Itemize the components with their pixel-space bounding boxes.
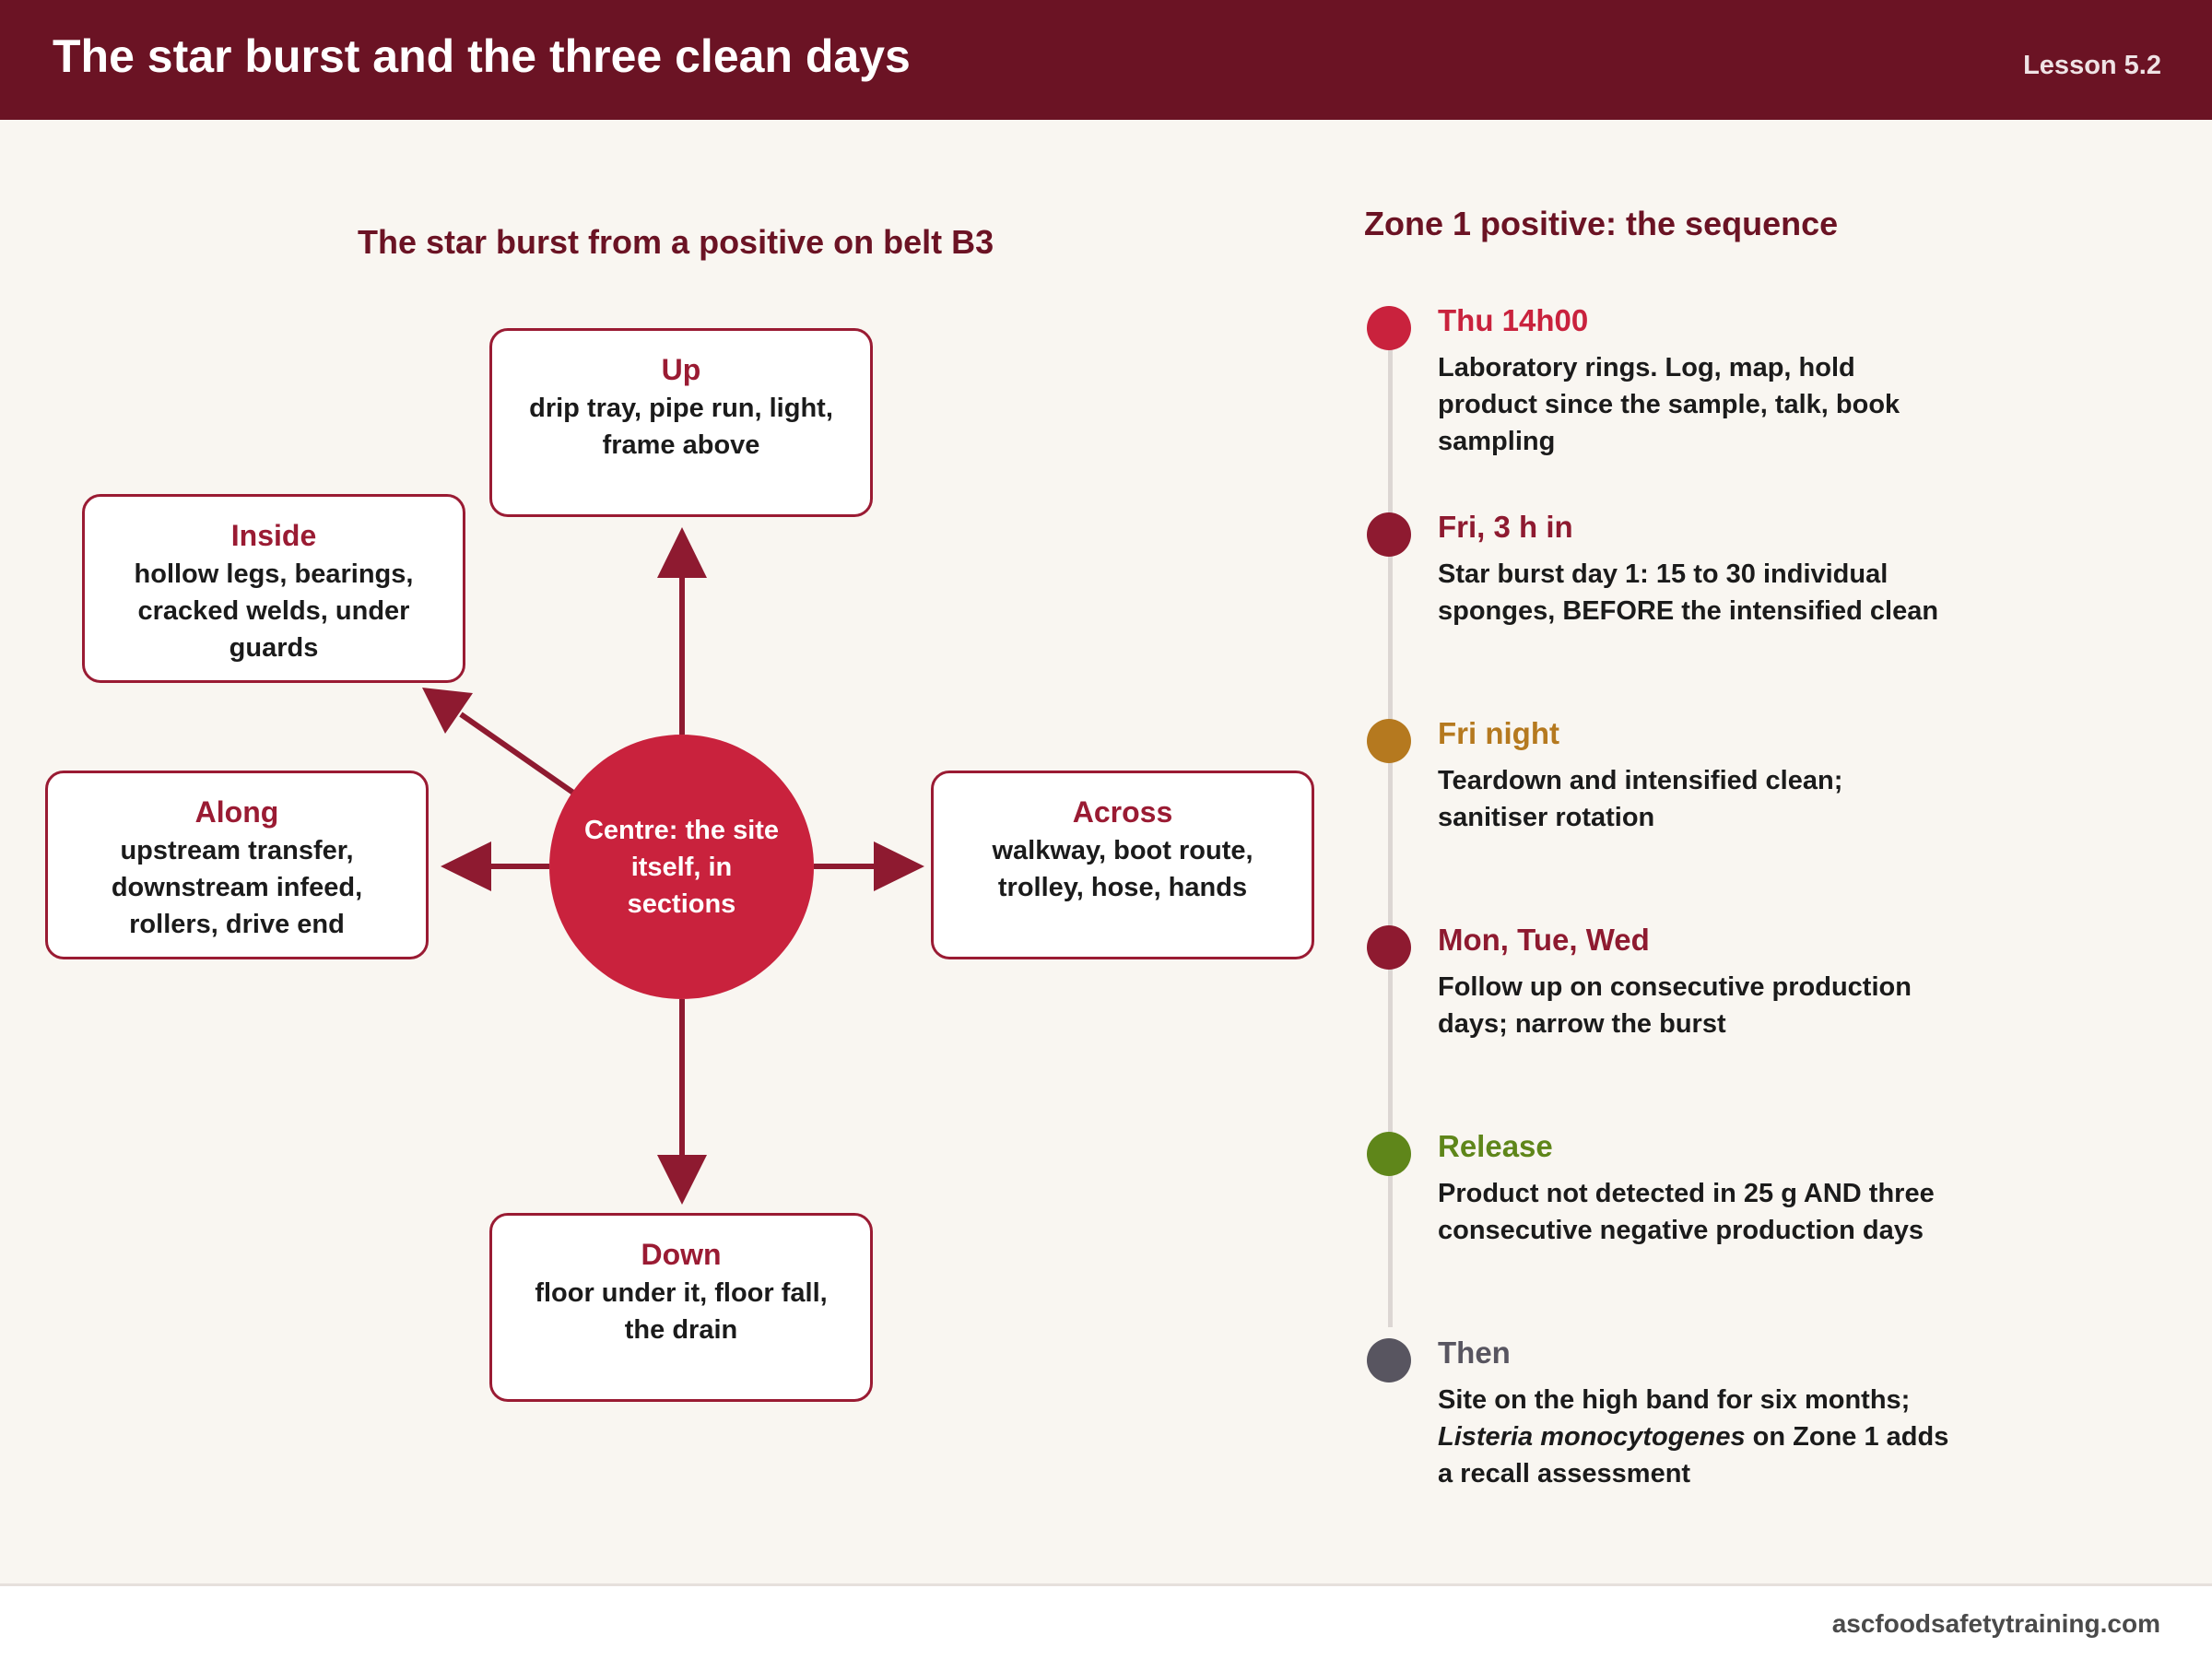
page-title: The star burst and the three clean days	[53, 30, 911, 82]
node-inside-body: hollow legs, bearings, cracked welds, un…	[134, 559, 414, 663]
node-along-body: upstream transfer, downstream infeed, ro…	[111, 836, 363, 939]
node-up-body: drip tray, pipe run, light, frame above	[529, 394, 833, 460]
organism-name: Listeria monocytogenes	[1438, 1422, 1746, 1452]
step-heading: Fri night	[1438, 716, 1559, 750]
node-along: Along upstream transfer, downstream infe…	[45, 771, 429, 959]
step-heading: Thu 14h00	[1438, 303, 1589, 337]
arrow-up-head	[657, 527, 707, 578]
node-inside-heading: Inside	[230, 519, 317, 552]
timeline-dot	[1367, 1338, 1411, 1382]
arrow-inside-head	[422, 688, 473, 734]
step-body: Site on the high band for six months; Li…	[1438, 1382, 1954, 1492]
step-heading: Mon, Tue, Wed	[1438, 923, 1650, 957]
step-body: Teardown and intensified clean; sanitise…	[1438, 766, 1843, 832]
step-body-post: on Zone 1 adds a recall assessment	[1438, 1422, 1949, 1488]
step-body-pre: Site on the high band for six months;	[1438, 1385, 1911, 1415]
node-along-heading: Along	[194, 795, 279, 829]
timeline-dot	[1367, 306, 1411, 350]
step-heading: Fri, 3 h in	[1438, 510, 1573, 544]
arrow-along-head	[441, 841, 491, 891]
node-across: Across walkway, boot route, trolley, hos…	[931, 771, 1314, 959]
footer-divider	[0, 1583, 2212, 1586]
node-inside: Inside hollow legs, bearings, cracked we…	[82, 494, 465, 683]
footer-bar	[0, 1586, 2212, 1659]
timeline-dot	[1367, 1132, 1411, 1176]
timeline-dot	[1367, 925, 1411, 970]
timeline-dot	[1367, 719, 1411, 763]
step-body: Laboratory rings. Log, map, hold product…	[1438, 353, 1900, 456]
node-across-body: walkway, boot route, trolley, hose, hand…	[992, 836, 1253, 902]
arrow-inside	[459, 712, 575, 795]
step-heading: Then	[1438, 1335, 1511, 1370]
node-across-heading: Across	[1072, 795, 1173, 829]
lesson-label: Lesson 5.2	[2023, 51, 2161, 80]
arrow-across-head	[874, 841, 924, 891]
timeline-dot	[1367, 512, 1411, 557]
step-heading: Release	[1438, 1129, 1553, 1163]
centre-label: Centre: the site itself, in sections	[583, 815, 780, 919]
footer-site-link[interactable]: ascfoodsafetytraining.com	[1831, 1609, 2160, 1638]
node-up: Up drip tray, pipe run, light, frame abo…	[489, 328, 873, 517]
node-down-heading: Down	[641, 1238, 722, 1271]
header-bar: The star burst and the three clean days …	[0, 0, 2212, 120]
star-burst-title: The star burst from a positive on belt B…	[358, 223, 994, 261]
step-body: Star burst day 1: 15 to 30 individual sp…	[1438, 559, 1939, 626]
step-body: Product not detected in 25 g AND three c…	[1438, 1179, 1935, 1245]
star-burst-centre: Centre: the site itself, in sections	[549, 735, 814, 999]
sequence-title: Zone 1 positive: the sequence	[1364, 205, 1839, 242]
node-down-body: floor under it, floor fall, the drain	[535, 1278, 828, 1345]
step-body: Follow up on consecutive production days…	[1438, 972, 1912, 1039]
arrow-down-head	[657, 1155, 707, 1205]
timeline-line	[1388, 332, 1393, 1327]
node-down: Down floor under it, floor fall, the dra…	[489, 1213, 873, 1402]
node-up-heading: Up	[661, 353, 701, 386]
